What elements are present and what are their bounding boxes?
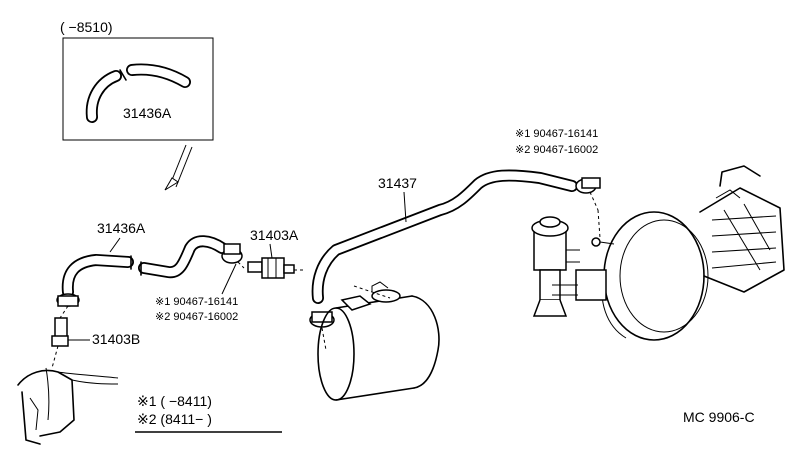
- check-valve-label: 31403B: [92, 331, 140, 347]
- manifold-fragment: [17, 367, 119, 445]
- clamp-lower-main: [309, 311, 335, 351]
- hose-31437: 31437: [311, 169, 578, 304]
- clamp-left-callout: ※1 90467-16141 ※2 90467-16002: [155, 263, 238, 323]
- brake-booster: [552, 211, 709, 341]
- note-line1: ※1 ( −8411): [137, 393, 212, 409]
- clamp-right-line2: ※2 90467-16002: [515, 144, 598, 156]
- diagram-code: MC 9906-C: [683, 409, 755, 425]
- master-cylinder: [699, 165, 785, 293]
- clamp-center: [221, 243, 245, 269]
- clamp-lower-left: [56, 293, 80, 319]
- inset-part-label: 31436A: [123, 105, 172, 121]
- clamp-left-line1: ※1 90467-16141: [155, 296, 238, 308]
- note-line2: ※2 (8411− ): [137, 411, 212, 427]
- check-valve-31403b: 31403B: [51, 317, 140, 369]
- inset-range-label: ( −8510): [60, 19, 113, 35]
- clamp-upper-right: [575, 177, 601, 239]
- vsv-unit: [531, 216, 580, 317]
- clamp-right-callout: ※1 90467-16141 ※2 90467-16002: [515, 128, 598, 156]
- note-block: ※1 ( −8411) ※2 (8411− ): [135, 393, 282, 433]
- surge-tank: [317, 281, 440, 401]
- valve-label: 31403A: [250, 227, 299, 243]
- hose-main-label: 31437: [378, 175, 417, 191]
- hose-31436a: 31436A: [61, 220, 228, 298]
- hose-left-label: 31436A: [97, 220, 146, 236]
- valve-31403a: 31403A: [247, 227, 304, 279]
- clamp-left-line2: ※2 90467-16002: [155, 311, 238, 323]
- clamp-right-line1: ※1 90467-16141: [515, 128, 598, 140]
- inset-box: ( −8510) 31436A: [60, 19, 214, 191]
